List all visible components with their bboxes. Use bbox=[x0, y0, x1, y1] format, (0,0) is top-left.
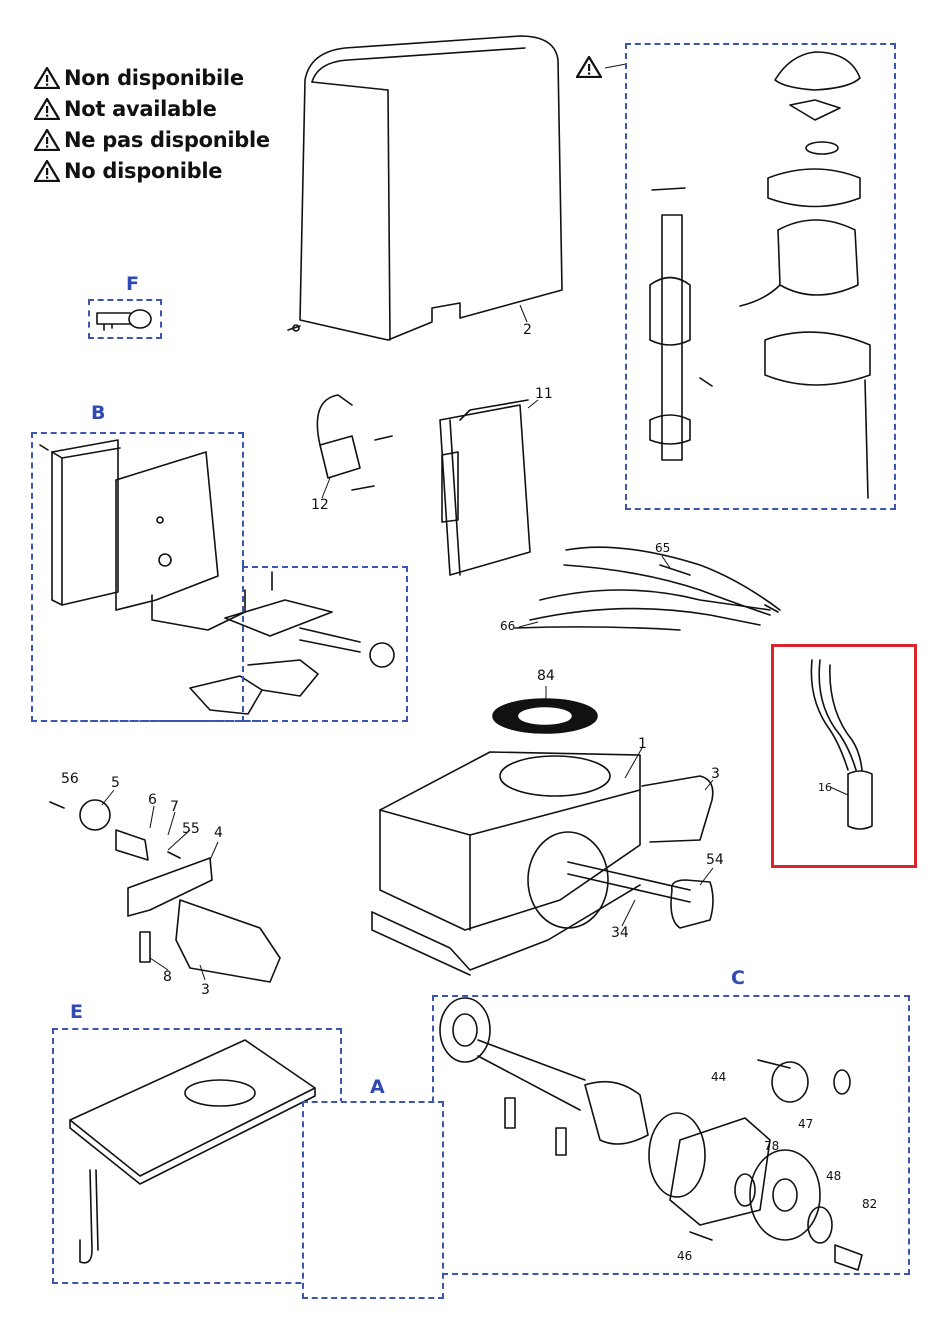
part-number: 44 bbox=[711, 1070, 727, 1084]
release-lever-parts bbox=[49, 799, 281, 983]
motor-group-box bbox=[625, 43, 896, 510]
group-box-b-lower bbox=[242, 566, 408, 722]
part-number: 82 bbox=[862, 1197, 878, 1211]
warning-icon bbox=[576, 56, 602, 78]
gasket-part bbox=[492, 698, 598, 734]
group-label-f: F bbox=[126, 273, 139, 295]
legend-text: No disponible bbox=[64, 158, 223, 183]
group-label-a: A bbox=[370, 1076, 385, 1098]
warning-icon bbox=[34, 128, 60, 151]
part-number: 65 bbox=[655, 541, 671, 555]
legend-text: Ne pas disponible bbox=[64, 127, 270, 152]
warning-icon bbox=[34, 97, 60, 120]
part-number: 12 bbox=[311, 497, 329, 513]
group-box-e bbox=[52, 1028, 342, 1284]
legend-text: Not available bbox=[64, 96, 217, 121]
legend-row-it: Non disponibile bbox=[34, 62, 270, 93]
motor-assembly bbox=[649, 51, 871, 499]
part-number: 47 bbox=[798, 1117, 814, 1131]
group-label-b: B bbox=[91, 402, 106, 424]
group-label-e: E bbox=[70, 1001, 83, 1023]
part-number: 56 bbox=[61, 771, 79, 787]
part-number: 7 bbox=[170, 799, 179, 815]
part-number: 3 bbox=[711, 766, 720, 782]
group-box-b-bottom bbox=[31, 706, 261, 722]
group-label-c: C bbox=[731, 967, 745, 989]
highlighted-part-frame bbox=[771, 644, 917, 868]
part-number: 5 bbox=[111, 775, 120, 791]
part-number: 78 bbox=[764, 1139, 780, 1153]
key-part bbox=[96, 309, 152, 331]
legend-row-es: No disponible bbox=[34, 155, 270, 186]
group-box-b bbox=[31, 432, 244, 722]
group-box-c bbox=[432, 995, 910, 1275]
part-number: 11 bbox=[535, 386, 553, 402]
gearbox-parts bbox=[439, 997, 863, 1271]
part-number: 2 bbox=[523, 322, 532, 338]
base-plate-part bbox=[69, 1039, 316, 1264]
part-number: 8 bbox=[163, 969, 172, 985]
warning-icon bbox=[34, 66, 60, 89]
part-number: 54 bbox=[706, 852, 724, 868]
cover-part bbox=[287, 35, 563, 341]
part-number: 84 bbox=[537, 668, 555, 684]
legend-text: Non disponibile bbox=[64, 65, 244, 90]
part-number: 6 bbox=[148, 792, 157, 808]
availability-legend: Non disponibile Not available Ne pas dis… bbox=[34, 62, 270, 186]
control-board-part bbox=[439, 399, 531, 576]
group-box-f bbox=[88, 299, 162, 339]
part-number: 55 bbox=[182, 821, 200, 837]
transformer-part bbox=[316, 394, 393, 491]
part-number: 3 bbox=[201, 982, 210, 998]
bracket-assembly bbox=[39, 439, 395, 715]
callout-leaders bbox=[101, 63, 849, 981]
legend-row-en: Not available bbox=[34, 93, 270, 124]
part-number: 1 bbox=[638, 736, 647, 752]
group-box-b-step bbox=[242, 432, 244, 566]
group-box-a bbox=[302, 1101, 444, 1299]
part-number: 34 bbox=[611, 925, 629, 941]
base-housing-part bbox=[371, 751, 714, 976]
wiring-harness bbox=[514, 546, 781, 631]
part-number: 4 bbox=[214, 825, 223, 841]
capacitor-part bbox=[810, 659, 873, 830]
legend-row-fr: Ne pas disponible bbox=[34, 124, 270, 155]
warning-icon bbox=[34, 159, 60, 182]
part-number: 16 bbox=[818, 781, 832, 794]
part-number: 46 bbox=[677, 1249, 693, 1263]
part-number: 48 bbox=[826, 1169, 842, 1183]
part-number: 66 bbox=[500, 619, 516, 633]
